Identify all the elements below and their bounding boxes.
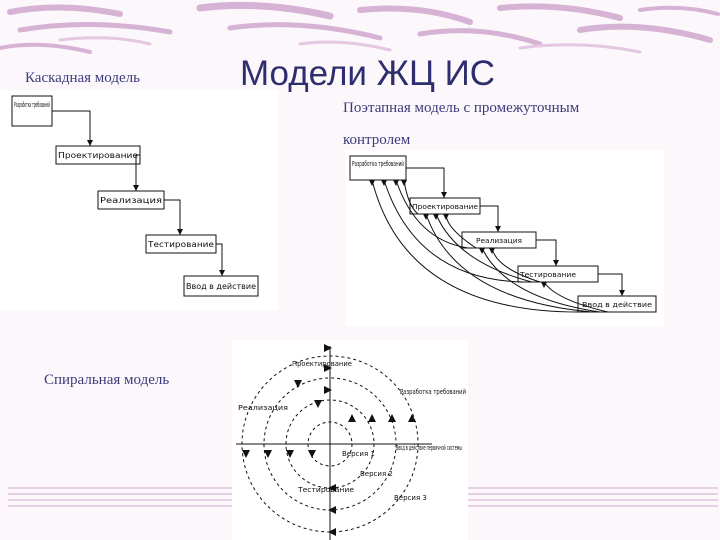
spiral-design-label: Проектирование: [292, 360, 352, 368]
waterfall-arrow-3: [164, 199, 181, 235]
waterfall-step-2-label: Проектирование: [58, 151, 138, 160]
staged-step-5-label: Ввод в действие: [582, 301, 652, 309]
spiral-deployment-label: Ввод в действие первичной системы: [396, 444, 462, 452]
waterfall-arrow-2: [135, 154, 140, 191]
waterfall-arrow-1: [52, 110, 91, 146]
spiral-version2-label: Версия 2: [360, 470, 393, 478]
staged-step-4-label: Тестирование: [519, 271, 576, 279]
waterfall-step-1-label-a: Разработка требований: [14, 101, 50, 109]
spiral-model-label: Спиральная модель: [44, 372, 170, 388]
waterfall-step-5-box: [183, 275, 259, 297]
waterfall-step-3-label: Реализация: [100, 196, 162, 205]
waterfall-model-label: Каскадная модель: [25, 70, 140, 86]
staged-step-2-label: Проектирование: [412, 203, 478, 211]
waterfall-step-5-label: Ввод в действие: [186, 282, 256, 291]
staged-model-label-line1: Поэтапная модель с промежуточным: [343, 100, 580, 116]
spiral-implementation-label: Реализация: [238, 404, 288, 412]
slide-title: Модели ЖЦ ИС: [240, 54, 496, 93]
staged-step-1-label: Разработка требований: [352, 160, 404, 168]
spiral-testing-label: Тестирование: [297, 486, 354, 494]
spiral-version1-label: Версия 1: [342, 450, 375, 458]
staged-step-3-label: Реализация: [476, 237, 522, 245]
staged-diagram: Разработка требований Проектирование Реа…: [346, 150, 664, 326]
waterfall-diagram: Разработка требований Проектирование Реа…: [0, 90, 278, 310]
spiral-version3-label: Версия 3: [394, 494, 427, 502]
waterfall-arrow-4: [216, 243, 223, 276]
spiral-requirements-label: Разработка требований: [400, 388, 466, 396]
waterfall-step-4-label: Тестирование: [147, 240, 215, 249]
spiral-diagram: Проектирование Разработка требований Реа…: [232, 340, 468, 540]
staged-step-5-box: [577, 295, 657, 313]
staged-model-label-line2: контролем: [343, 132, 411, 148]
